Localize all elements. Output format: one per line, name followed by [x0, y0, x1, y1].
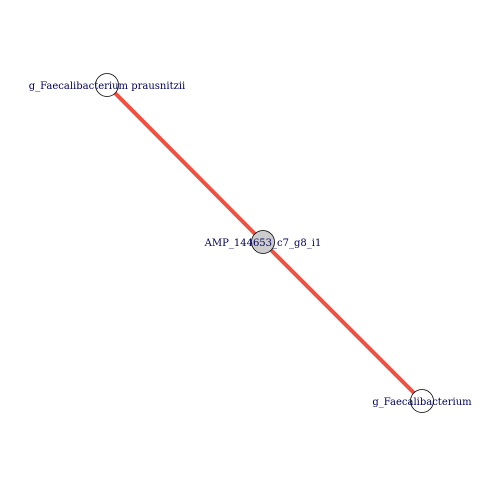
edges-layer	[105, 83, 424, 403]
node-center	[251, 230, 275, 254]
node-species	[95, 73, 119, 97]
node-label-species: g_Faecalibacterium prausnitzii	[29, 81, 186, 92]
edge-species-center	[105, 83, 265, 244]
labels-layer: AMP_144653_c7_g8_i1 g_Faecalibacterium pr…	[29, 81, 472, 408]
nodes-layer	[95, 73, 434, 413]
node-label-center: AMP_144653_c7_g8_i1	[204, 238, 322, 249]
edge-center-genus	[261, 240, 424, 403]
node-genus	[410, 389, 434, 413]
node-label-genus: g_Faecalibacterium	[372, 397, 472, 408]
